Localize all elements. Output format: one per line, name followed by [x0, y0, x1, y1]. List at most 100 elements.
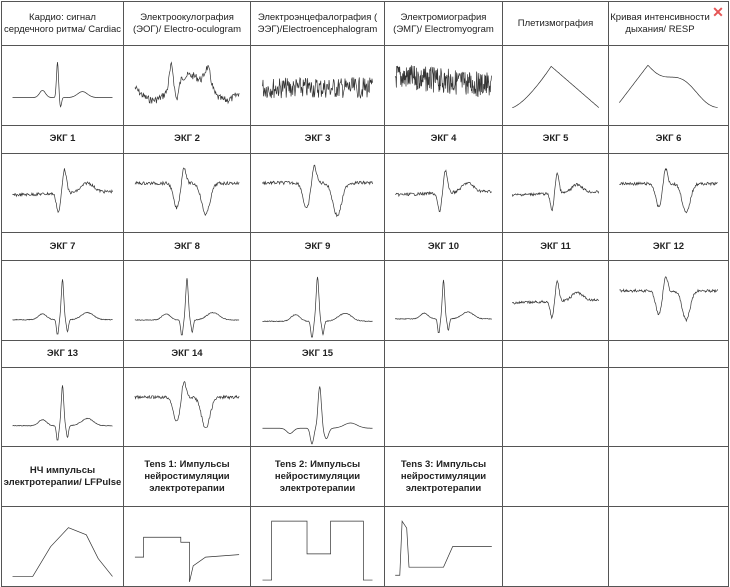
ecg-label: ЭКГ 2 [123, 124, 251, 154]
ecg-label: ЭКГ 5 [502, 124, 609, 154]
ecg-label: ЭКГ 15 [250, 339, 385, 368]
waveform-line [512, 280, 599, 317]
waveform-graphic [125, 263, 249, 337]
wave-ecg-11[interactable] [502, 260, 609, 341]
ecg-label: ЭКГ 4 [384, 124, 503, 154]
label-row: ЭКГ 7 ЭКГ 8 ЭКГ 9 ЭКГ 10 ЭКГ 11 ЭКГ 12 [1, 232, 729, 262]
waveform-line [395, 65, 492, 96]
ecg-label: ЭКГ 8 [123, 232, 251, 262]
waveform-graphic [504, 162, 607, 224]
waveform-line [135, 63, 239, 104]
waveform-graphic [3, 157, 122, 228]
waveform-graphic [252, 368, 383, 447]
wave-ecg-6[interactable] [608, 152, 729, 234]
wave-eog[interactable] [123, 45, 251, 126]
wave-ecg-10[interactable] [384, 260, 503, 341]
waveform-line [135, 168, 239, 215]
wave-ecg-5[interactable] [502, 152, 609, 234]
waveform-graphic [386, 51, 501, 120]
wave-ecg-8[interactable] [123, 260, 251, 341]
ecg-label: ЭКГ 10 [384, 232, 503, 262]
waveform-line [262, 77, 372, 98]
waveform-graphic [125, 370, 249, 444]
wave-ecg-12[interactable] [608, 260, 729, 341]
waveform-line [619, 277, 717, 321]
waveform-graphic [386, 158, 501, 227]
ecg-label: ЭКГ 12 [608, 232, 729, 262]
ecg-label: ЭКГ 3 [250, 124, 385, 154]
waveform-line [512, 173, 599, 211]
wave-ecg-14[interactable] [123, 366, 251, 448]
wave-ecg-7[interactable] [1, 260, 124, 341]
waveform-line [262, 165, 372, 216]
wave-ecg-2[interactable] [123, 152, 251, 234]
waveform-graphic [386, 266, 501, 335]
waveform-line [13, 279, 113, 334]
empty-cell [502, 366, 609, 448]
waveform-graphic [125, 48, 249, 122]
wave-ecg-9[interactable] [250, 260, 385, 341]
waveform-graphic [504, 54, 607, 116]
wave-emg[interactable] [384, 45, 503, 126]
wave-tens2[interactable] [250, 506, 385, 587]
waveform-graphic [3, 511, 122, 582]
waveform-graphic [386, 512, 501, 581]
waveform-graphic [125, 510, 249, 584]
empty-cell [384, 339, 503, 368]
wave-lfpulse[interactable] [1, 506, 124, 587]
therapy-label-lfpulse: НЧ импульсы электротерапии/ LFPulse [1, 446, 124, 508]
therapy-label-tens1: Tens 1: Импульсы нейростимуляции электро… [123, 446, 251, 508]
wave-pleth[interactable] [502, 45, 609, 126]
waveform-line [395, 171, 492, 212]
ecg-label: ЭКГ 7 [1, 232, 124, 262]
empty-cell [608, 506, 729, 587]
waveform-line [512, 67, 599, 108]
empty-cell [502, 506, 609, 587]
waveform-line [135, 278, 239, 335]
ecg-label: ЭКГ 13 [1, 339, 124, 368]
waveform-graphic [3, 50, 122, 121]
header-row: Кардио: сигнал сердечного ритма/ Cardiac… [1, 1, 729, 46]
header-cardiac: Кардио: сигнал сердечного ритма/ Cardiac [1, 1, 124, 46]
ecg-label: ЭКГ 9 [250, 232, 385, 262]
empty-cell [608, 446, 729, 508]
wave-row [1, 260, 729, 341]
waveform-graphic [3, 371, 122, 442]
waveform-graphic [610, 50, 727, 120]
waveform-line [13, 528, 113, 577]
header-emg: Электромиография (ЭМГ)/ Electromyogram [384, 1, 503, 46]
wave-tens3[interactable] [384, 506, 503, 587]
wave-ecg-15[interactable] [250, 366, 385, 448]
label-row: ЭКГ 13 ЭКГ 14 ЭКГ 15 [1, 339, 729, 368]
close-icon[interactable]: ✕ [712, 4, 724, 20]
waveform-line [262, 521, 372, 580]
wave-eeg[interactable] [250, 45, 385, 126]
ecg-label: ЭКГ 11 [502, 232, 609, 262]
wave-ecg-13[interactable] [1, 366, 124, 448]
header-eeg: Электроэнцефалография ( ЭЭГ)/Electroence… [250, 1, 385, 46]
header-eog: Электроокулография (ЭОГ)/ Electro-oculog… [123, 1, 251, 46]
waveform-graphic [3, 265, 122, 336]
header-pleth: Плетизмография [502, 1, 609, 46]
waveform-line [13, 62, 113, 107]
empty-cell [384, 366, 503, 448]
therapy-label-tens3: Tens 3: Импульсы нейростимуляции электро… [384, 446, 503, 508]
wave-tens1[interactable] [123, 506, 251, 587]
wave-ecg-4[interactable] [384, 152, 503, 234]
ecg-label: ЭКГ 6 [608, 124, 729, 154]
wave-resp[interactable] [608, 45, 729, 126]
wave-ecg-3[interactable] [250, 152, 385, 234]
ecg-label: ЭКГ 1 [1, 124, 124, 154]
empty-cell [608, 339, 729, 368]
waveform-line [135, 381, 239, 427]
empty-cell [502, 446, 609, 508]
wave-cardiac[interactable] [1, 45, 124, 126]
ecg-label: ЭКГ 14 [123, 339, 251, 368]
wave-ecg-1[interactable] [1, 152, 124, 234]
wave-row [1, 366, 729, 448]
waveform-graphic [252, 46, 383, 125]
waveform-graphic [504, 270, 607, 332]
wave-row [1, 506, 729, 587]
waveform-line [395, 280, 492, 333]
